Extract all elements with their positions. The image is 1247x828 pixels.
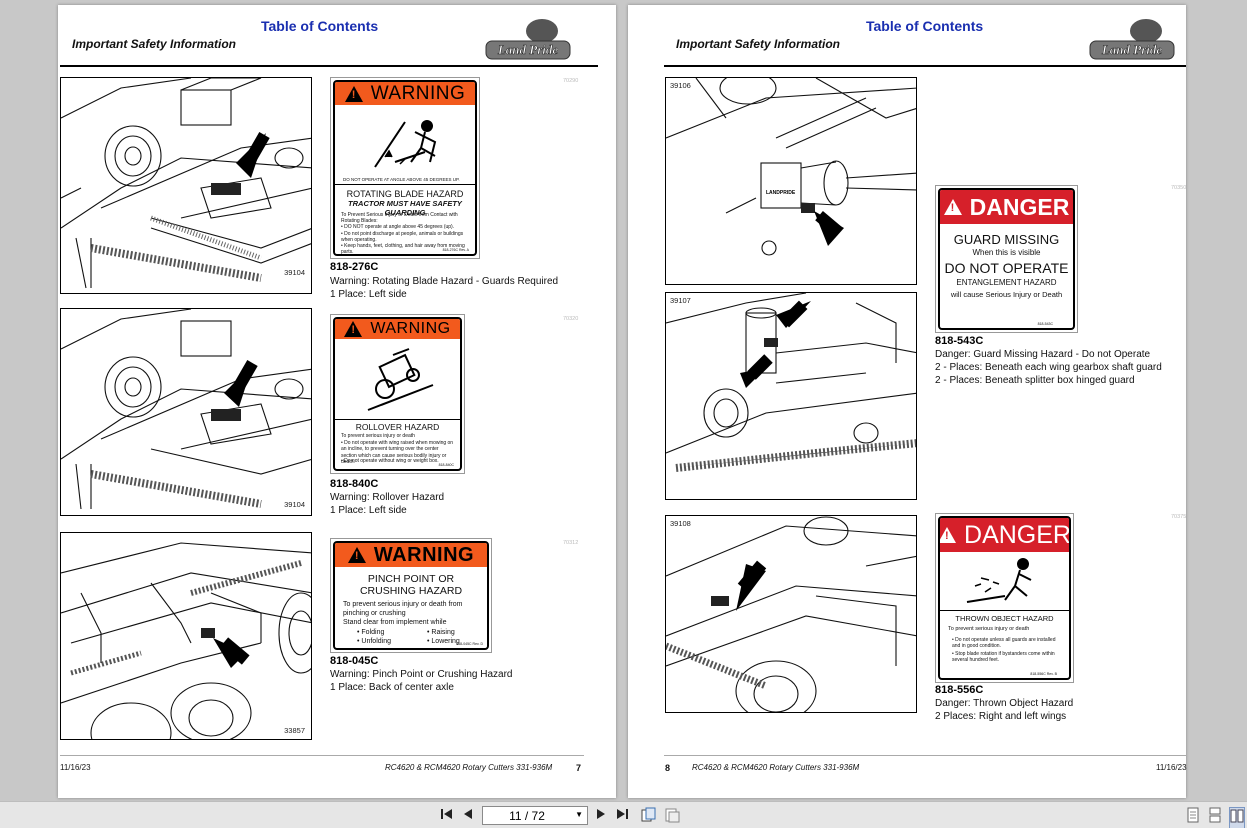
- warning-header: !WARNING: [335, 543, 487, 567]
- prev-page-icon[interactable]: [462, 807, 474, 825]
- footer-model: RC4620 & RCM4620 Rotary Cutters 331-936M: [692, 763, 860, 772]
- land-pride-logo: Land Pride: [482, 17, 574, 68]
- footer-page-number: 8: [665, 763, 671, 773]
- warning-decal-818-276C: !WARNING DO NOT OPERATE AT ANGLE ABOVE 4…: [330, 77, 480, 259]
- fit-page-icon[interactable]: [664, 807, 680, 827]
- warning-header: !WARNING: [335, 319, 460, 339]
- warning-triangle-icon: !: [344, 85, 363, 102]
- part-description: Danger: Thrown Object Hazard 2 Places: R…: [935, 698, 1074, 722]
- danger-header: !DANGER: [940, 190, 1073, 224]
- figure-gearbox: LANDPRIDE 39106: [665, 77, 917, 285]
- danger-header: !DANGER: [940, 518, 1069, 552]
- warning-header: !WARNING: [335, 82, 475, 105]
- figure-number: 39104: [284, 268, 305, 277]
- document-page-7: Table of Contents Important Safety Infor…: [58, 5, 616, 798]
- footer-date: 11/16/23: [60, 763, 91, 772]
- part-description: Danger: Guard Missing Hazard - Do not Op…: [935, 349, 1162, 386]
- thrown-object-pictogram: [966, 558, 1032, 603]
- figure-rollover: 39104: [60, 308, 312, 516]
- header-rule: [664, 65, 1186, 67]
- part-number: 818-045C: [330, 655, 379, 667]
- rotate-pages-icon[interactable]: [640, 807, 656, 827]
- table-of-contents-link[interactable]: Table of Contents: [866, 18, 984, 34]
- danger-decal-818-556C: !DANGER THROWN OBJECT HAZARD To prevent …: [935, 513, 1074, 683]
- land-pride-logo: Land Pride: [1086, 17, 1178, 68]
- figure-pinch-point: 33857: [60, 532, 312, 740]
- part-number: 818-543C: [935, 335, 984, 347]
- figure-splitter-box: 39107: [665, 292, 917, 500]
- svg-text:Land Pride: Land Pride: [497, 42, 559, 57]
- warning-triangle-icon: !: [344, 321, 363, 337]
- figure-number: 39104: [284, 500, 305, 509]
- viewer-toolbar: 11 / 72 ▼: [0, 801, 1247, 828]
- two-page-view-icon[interactable]: [1229, 807, 1245, 828]
- next-page-icon[interactable]: [595, 807, 607, 825]
- last-page-icon[interactable]: [615, 807, 629, 825]
- warning-triangle-icon: !: [347, 547, 366, 563]
- part-number: 818-276C: [330, 261, 379, 273]
- warning-decal-818-840C: !WARNING ROLLOVER HAZARD To prevent seri…: [330, 314, 465, 474]
- continuous-view-icon[interactable]: [1209, 807, 1221, 827]
- figure-wing: 39108: [665, 515, 917, 713]
- danger-triangle-icon: !: [943, 199, 962, 215]
- first-page-icon[interactable]: [440, 807, 454, 825]
- footer-date: 11/16/23: [1156, 763, 1187, 772]
- part-description: Warning: Rollover Hazard 1 Place: Left s…: [330, 492, 445, 516]
- blade-hazard-pictogram: [374, 120, 437, 168]
- figure-number: 39107: [670, 296, 691, 305]
- svg-text:LANDPRIDE: LANDPRIDE: [766, 190, 796, 196]
- svg-text:Land Pride: Land Pride: [1101, 42, 1163, 57]
- section-title: Important Safety Information: [72, 37, 237, 51]
- part-number: 818-556C: [935, 684, 984, 696]
- chevron-down-icon: ▼: [575, 810, 583, 819]
- document-page-8: Table of Contents Important Safety Infor…: [628, 5, 1187, 798]
- footer-model: RC4620 & RCM4620 Rotary Cutters 331-936M: [385, 763, 553, 772]
- figure-rotating-blade: 39104: [60, 77, 312, 294]
- figure-number: 39106: [670, 81, 691, 90]
- part-number: 818-840C: [330, 478, 379, 490]
- header-rule: [60, 65, 598, 67]
- page-number-select[interactable]: 11 / 72 ▼: [482, 806, 588, 825]
- danger-decal-818-543C: !DANGER GUARD MISSING When this is visib…: [935, 185, 1078, 333]
- rollover-pictogram: [367, 348, 434, 411]
- part-description: Warning: Pinch Point or Crushing Hazard …: [330, 669, 513, 693]
- figure-number: 33857: [284, 726, 305, 735]
- danger-triangle-icon: !: [940, 527, 957, 543]
- warning-decal-818-045C: !WARNING PINCH POINT OR CRUSHING HAZARD …: [330, 538, 492, 653]
- table-of-contents-link[interactable]: Table of Contents: [261, 18, 379, 34]
- single-page-view-icon[interactable]: [1187, 807, 1199, 827]
- figure-number: 39108: [670, 519, 691, 528]
- section-title: Important Safety Information: [676, 37, 841, 51]
- footer-page-number: 7: [576, 763, 582, 773]
- part-description: Warning: Rotating Blade Hazard - Guards …: [330, 276, 559, 300]
